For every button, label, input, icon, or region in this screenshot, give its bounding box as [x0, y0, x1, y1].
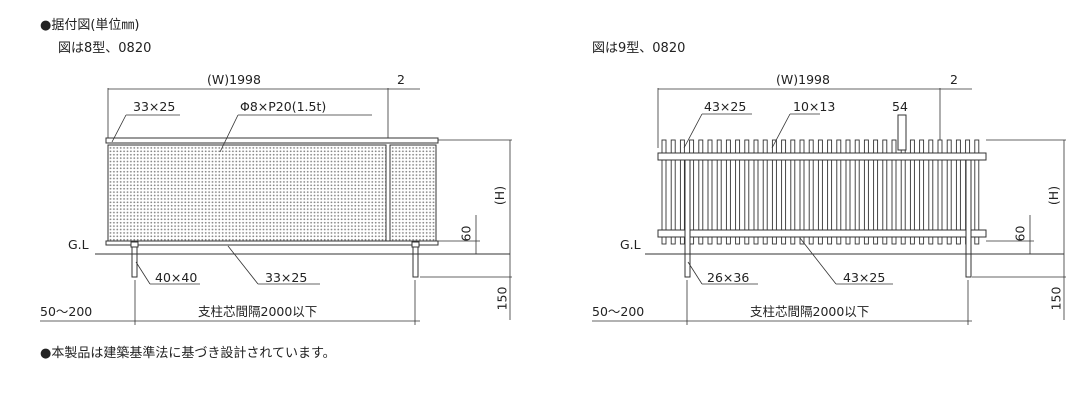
left-post-spacing-label: 支柱芯間隔2000以下 — [198, 304, 318, 319]
fence-bar — [937, 139, 943, 245]
fence-bar — [873, 139, 879, 245]
fence-bar — [762, 139, 768, 245]
right-bar-label: 10×13 — [793, 99, 836, 114]
fence-bar — [974, 139, 980, 245]
right-gap-label: 2 — [950, 72, 958, 87]
right-edge-label: 50〜200 — [592, 304, 645, 319]
fence-bar — [781, 139, 787, 245]
fence-bar — [679, 139, 685, 245]
fence-bar — [946, 139, 952, 245]
fence-bar — [799, 139, 805, 245]
right-embed-depth-label: 150 — [1048, 286, 1064, 311]
left-post-cap — [130, 241, 139, 248]
right-leader-lines — [683, 113, 893, 285]
fence-bar — [891, 139, 897, 245]
fence-bar — [707, 139, 713, 245]
right-diagram-subtitle: 図は9型、0820 — [592, 41, 686, 56]
right-height-label: (H) — [1046, 185, 1062, 206]
left-bottom-rail — [105, 240, 439, 246]
right-bottom-rail — [657, 229, 987, 238]
fence-bar — [661, 139, 667, 245]
left-post-cap — [411, 241, 420, 248]
right-post — [684, 159, 691, 278]
footer-note: ●本製品は建築基準法に基づき設計されています。 — [40, 346, 336, 361]
right-top-rail-label: 43×25 — [704, 99, 747, 114]
left-edge-label: 50〜200 — [40, 304, 93, 319]
fence-bar — [955, 139, 961, 245]
right-top-rail — [657, 152, 987, 161]
fence-bar — [909, 139, 915, 245]
fence-bar — [928, 139, 934, 245]
fence-bar — [854, 139, 860, 245]
fence-bar — [863, 139, 869, 245]
fence-bar — [882, 139, 888, 245]
right-bottom-gap-label: 60 — [1012, 225, 1028, 242]
right-offset-post — [897, 114, 907, 151]
fence-bar — [670, 139, 676, 245]
fence-bar — [698, 139, 704, 245]
left-height-dimension — [420, 139, 512, 320]
right-width-dimension — [657, 88, 972, 148]
left-diagram-subtitle: 図は8型、0820 — [58, 41, 152, 56]
fence-bar — [845, 139, 851, 245]
right-gl-label: G.L — [620, 237, 641, 252]
left-post-top-label: 33×25 — [133, 99, 176, 114]
right-bottom-rail-label: 43×25 — [843, 270, 886, 285]
left-top-rail — [105, 137, 439, 144]
fence-bar — [827, 139, 833, 245]
left-post-size-label: 40×40 — [155, 270, 198, 285]
fence-bar — [790, 139, 796, 245]
right-post-size-label: 26×36 — [707, 270, 750, 285]
diagram-title: ●据付図(単位㎜) — [40, 18, 140, 33]
left-width-label: (W)1998 — [207, 72, 261, 87]
fence-bar — [919, 139, 925, 245]
fence-bar — [744, 139, 750, 245]
fence-bar — [771, 139, 777, 245]
left-spacing-dimension — [40, 280, 420, 325]
fence-bar — [836, 139, 842, 245]
right-offset-label: 54 — [892, 99, 908, 114]
right-width-label: (W)1998 — [776, 72, 830, 87]
fence-bar — [725, 139, 731, 245]
right-spacing-dimension — [592, 280, 972, 325]
left-mesh-label: Φ8×P20(1.5t) — [240, 99, 327, 114]
right-height-dimension — [972, 139, 1066, 320]
left-bottom-rail-label: 33×25 — [265, 270, 308, 285]
left-gap-label: 2 — [397, 72, 405, 87]
fence-bar — [817, 139, 823, 245]
fence-bar — [753, 139, 759, 245]
fence-bar — [808, 139, 814, 245]
left-gl-label: G.L — [68, 237, 89, 252]
fence-bar — [735, 139, 741, 245]
right-post-spacing-label: 支柱芯間隔2000以下 — [750, 304, 870, 319]
left-side-mesh-panel — [389, 144, 437, 242]
left-leader-lines — [111, 114, 372, 285]
left-width-dimension — [107, 88, 420, 140]
right-vertical-bars — [661, 139, 980, 245]
fence-bar — [716, 139, 722, 245]
right-post — [965, 159, 972, 278]
